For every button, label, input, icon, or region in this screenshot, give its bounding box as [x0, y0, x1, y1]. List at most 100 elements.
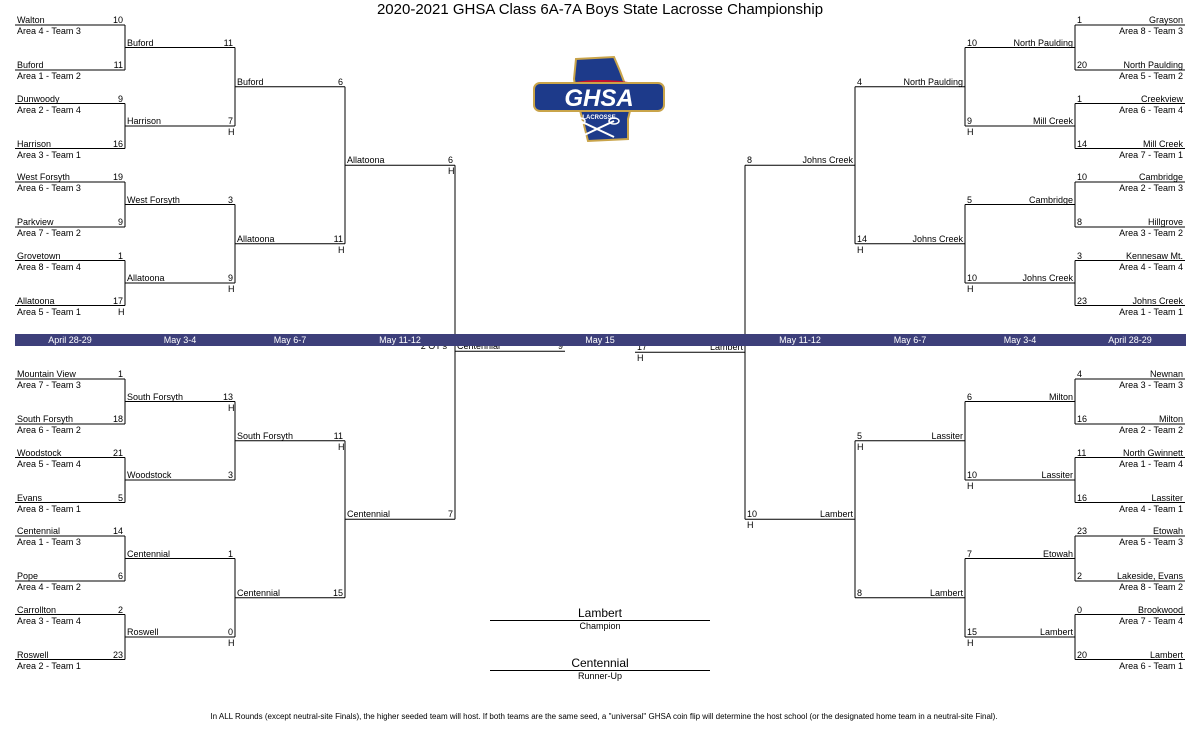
team-seed: Area 2 - Team 1 — [17, 660, 81, 671]
home-marker: H — [338, 244, 345, 255]
team-seed: Area 1 - Team 3 — [17, 537, 81, 547]
round1-team-name: Lambert — [1149, 649, 1183, 660]
round1-team-name: Harrison — [17, 138, 52, 149]
round2-team-name: Centennial — [127, 548, 171, 559]
round2-team-name: Woodstock — [127, 470, 172, 480]
round2-team-name: Cambridge — [1028, 194, 1073, 205]
date-label: April 28-29 — [48, 335, 92, 345]
round2-team-name: Lassiter — [1041, 470, 1073, 480]
quarterfinal-team-name: Lassiter — [931, 430, 963, 441]
quarterfinal-team-score: 14 — [857, 233, 868, 244]
semifinal-team-name: Allatoona — [347, 155, 385, 166]
team-seed: Area 2 - Team 4 — [17, 104, 81, 115]
round2-team-score: 10 — [967, 273, 978, 283]
round1-team-score: 2 — [1077, 571, 1083, 581]
team-seed: Area 1 - Team 4 — [1119, 458, 1183, 469]
round1-team-name: Grayson — [1148, 15, 1183, 25]
round1-team-name: Carrollton — [17, 604, 57, 615]
round2-team-name: Etowah — [1042, 548, 1073, 559]
overtime-note: 2 OT's — [420, 341, 447, 352]
round1-team-score: 0 — [1077, 604, 1083, 615]
round2-team-name: North Paulding — [1013, 37, 1073, 48]
round2-team-score: 13 — [222, 391, 233, 402]
team-seed: Area 1 - Team 2 — [17, 71, 81, 81]
round1-team-name: Roswell — [17, 649, 49, 660]
round1-team-name: Johns Creek — [1132, 295, 1183, 306]
quarterfinal-team-name: Centennial — [237, 587, 281, 598]
team-seed: Area 3 - Team 2 — [1119, 228, 1183, 238]
final-team-score: 17 — [637, 342, 648, 353]
round1-team-score: 18 — [112, 414, 123, 424]
round2-team-name: Allatoona — [127, 273, 165, 283]
team-seed: Area 7 - Team 2 — [17, 228, 81, 238]
round1-team-score: 11 — [113, 60, 123, 70]
home-marker: H — [228, 284, 235, 294]
date-label: May 3-4 — [1003, 335, 1037, 345]
round1-team-score: 1 — [117, 369, 123, 379]
round1-team-score: 19 — [112, 172, 123, 182]
round1-team-score: 4 — [1077, 369, 1083, 379]
team-seed: Area 7 - Team 1 — [1119, 149, 1183, 160]
round1-team-score: 16 — [112, 138, 123, 149]
date-label: May 11-12 — [379, 335, 421, 345]
page-title: 2020-2021 GHSA Class 6A-7A Boys State La… — [376, 1, 824, 18]
round1-team-name: Dunwoody — [17, 93, 60, 104]
round1-team-name: Milton — [1158, 414, 1183, 424]
round1-team-name: Allatoona — [17, 295, 55, 306]
champion-name: Lambert — [577, 606, 623, 620]
ghsa-lacrosse-logo: GHSA LACROSSE — [533, 55, 665, 143]
round1-team-score: 21 — [112, 447, 123, 458]
champion-block: Lambert Champion — [490, 607, 710, 631]
round2-team-score: 10 — [967, 470, 978, 480]
team-seed: Area 8 - Team 3 — [1119, 26, 1183, 36]
team-seed: Area 6 - Team 2 — [17, 425, 81, 435]
home-marker: H — [857, 441, 864, 452]
team-seed: Area 1 - Team 1 — [1119, 306, 1183, 317]
round1-team-score: 23 — [1077, 295, 1088, 306]
round1-team-score: 16 — [1077, 414, 1088, 424]
team-seed: Area 8 - Team 4 — [17, 261, 81, 272]
round1-team-name: Buford — [17, 60, 44, 70]
round1-team-score: 9 — [117, 93, 123, 104]
team-seed: Area 4 - Team 2 — [17, 582, 81, 592]
round-date-bar: April 28-29 May 3-4 May 6-7 May 11-12 Ma… — [15, 334, 1186, 346]
home-marker: H — [967, 284, 974, 294]
round2-team-score: 15 — [967, 627, 978, 637]
round2-team-score: 11 — [223, 37, 233, 48]
round1-team-score: 23 — [1077, 526, 1088, 536]
round1-team-score: 8 — [1077, 217, 1083, 227]
team-seed: Area 5 - Team 2 — [1119, 71, 1183, 81]
home-marker: H — [228, 127, 235, 137]
home-marker: H — [967, 127, 974, 137]
quarterfinal-team-score: 15 — [332, 587, 343, 598]
quarterfinal-team-score: 5 — [857, 430, 863, 441]
round1-team-name: Evans — [17, 492, 43, 503]
semifinal-team-name: Lambert — [819, 509, 853, 520]
round2-team-score: 6 — [967, 391, 973, 402]
round1-team-name: Brookwood — [1137, 604, 1183, 615]
date-label: May 6-7 — [893, 335, 927, 345]
round1-team-score: 2 — [117, 604, 123, 615]
round1-team-name: Lassiter — [1151, 492, 1183, 503]
quarterfinal-team-name: North Paulding — [903, 76, 963, 87]
home-marker: H — [448, 166, 455, 177]
round1-team-name: Mill Creek — [1142, 138, 1183, 149]
team-seed: Area 2 - Team 3 — [1119, 183, 1183, 193]
round1-team-score: 1 — [1077, 93, 1083, 104]
round2-team-name: Harrison — [127, 116, 162, 126]
semifinal-team-score: 8 — [747, 155, 753, 166]
quarterfinal-team-score: 11 — [333, 430, 343, 441]
team-seed: Area 3 - Team 4 — [17, 615, 81, 626]
team-seed: Area 5 - Team 4 — [17, 458, 81, 469]
team-seed: Area 5 - Team 1 — [17, 306, 81, 317]
team-seed: Area 7 - Team 4 — [1119, 615, 1183, 626]
round2-team-score: 0 — [227, 627, 233, 637]
team-seed: Area 7 - Team 3 — [17, 380, 81, 390]
round2-team-name: West Forsyth — [127, 194, 180, 205]
date-label: April 28-29 — [1108, 335, 1152, 345]
team-seed: Area 8 - Team 2 — [1119, 582, 1183, 592]
quarterfinal-team-score: 4 — [857, 76, 863, 87]
round1-team-score: 20 — [1077, 60, 1088, 70]
team-seed: Area 8 - Team 1 — [17, 503, 81, 514]
